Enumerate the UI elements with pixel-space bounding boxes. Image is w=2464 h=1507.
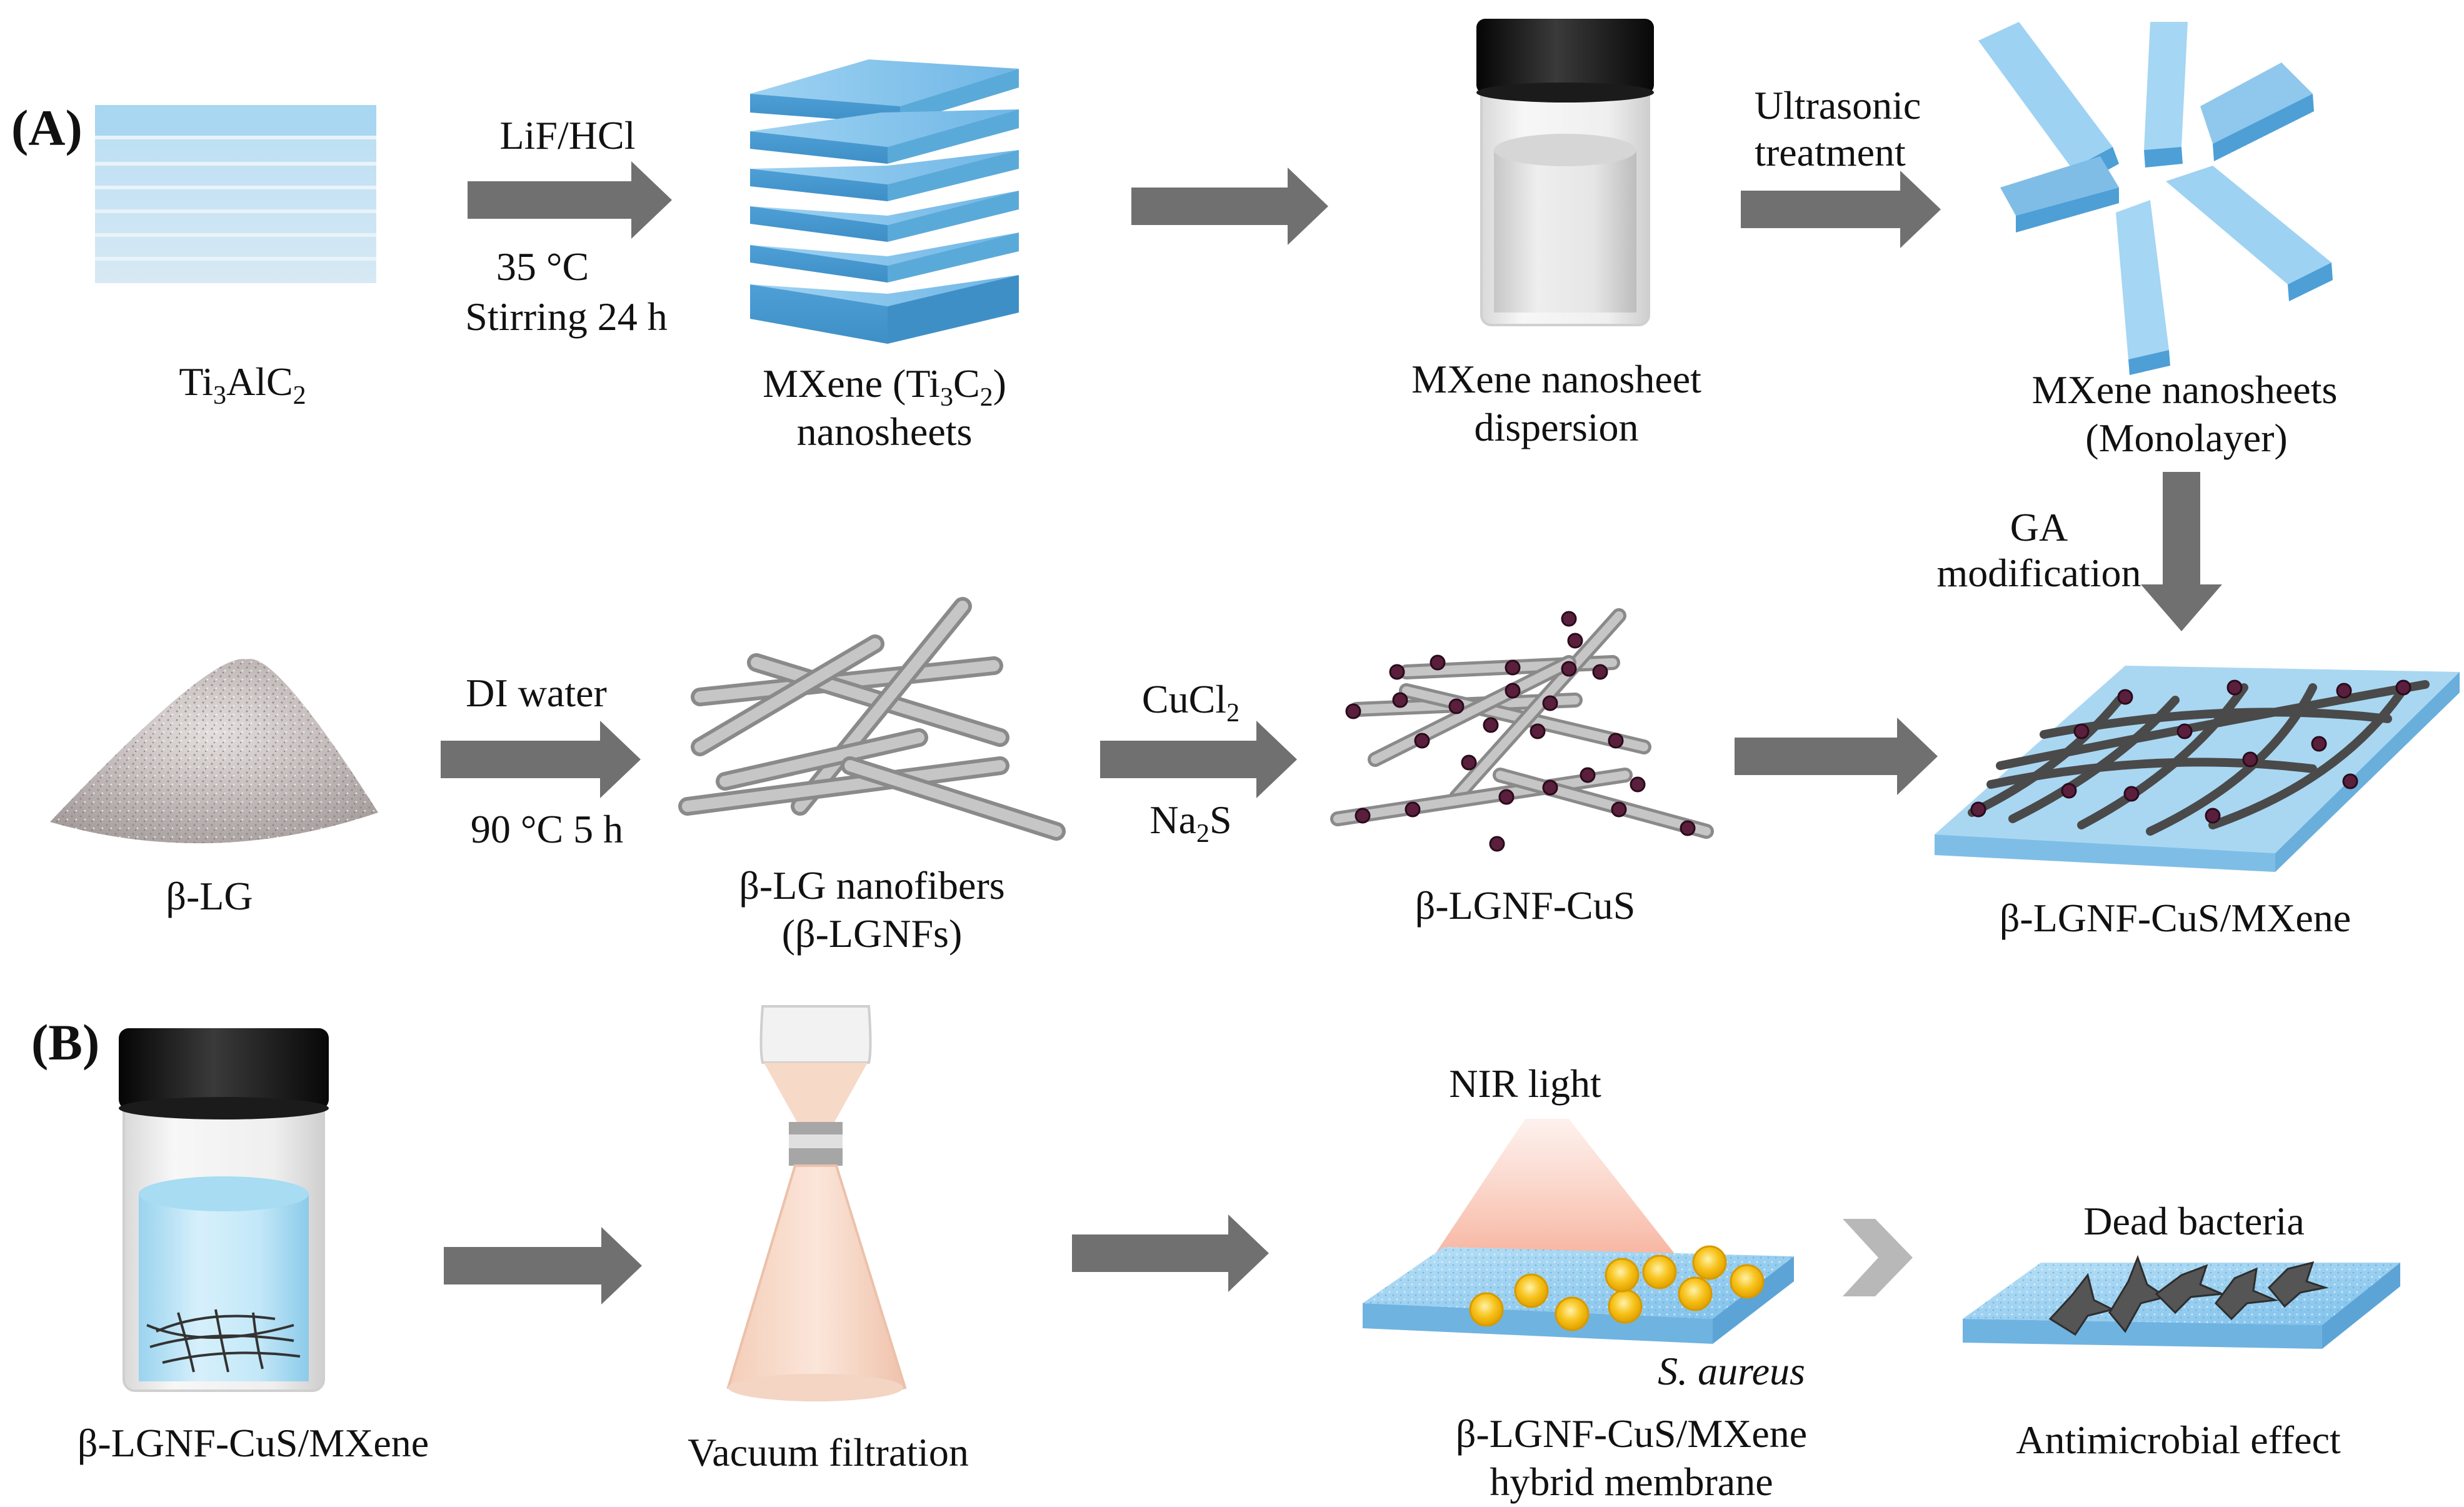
nir-label: NIR light: [1449, 1061, 1601, 1106]
chevron-to-effect: [1843, 1219, 1913, 1296]
arrow-di-water-top-label: DI water: [466, 671, 607, 715]
nir-light-beam: [1419, 1119, 1694, 1278]
dispersion-label-1: MXene nanosheet: [1411, 357, 1701, 401]
cucl2-label: CuCl2: [1142, 677, 1240, 728]
arrow-etching: [468, 161, 672, 239]
ti3alc2-block: [95, 105, 376, 283]
arrow-dispersion: [1131, 168, 1328, 245]
composite-label: β-LGNF-CuS/MXene: [2000, 896, 2351, 940]
composite-bottle-sediment: [146, 1309, 301, 1373]
cus-label: β-LGNF-CuS: [1415, 883, 1636, 928]
arrow-di-water: [441, 721, 641, 798]
membrane-label-1: β-LGNF-CuS/MXene: [1456, 1411, 1807, 1456]
blg-nanofibers: [678, 597, 1066, 841]
mxene-label-1: MXene (Ti3C2): [763, 361, 1006, 412]
cus-nanoparticles: [1345, 611, 1696, 852]
filtration-label: Vacuum filtration: [688, 1430, 969, 1474]
live-bacteria: [1469, 1245, 1765, 1331]
arrow-to-filtration: [444, 1227, 642, 1304]
bottle-label: β-LGNF-CuS/MXene: [78, 1421, 429, 1465]
mxene-monolayer-sheets: [1978, 22, 2333, 375]
mxene-multilayer-sheets: [750, 59, 1019, 344]
arrow-ga-modification: [2141, 472, 2222, 631]
dead-bacteria: [2048, 1254, 2329, 1336]
arrow-to-membrane: [1072, 1214, 1269, 1292]
arrow-di-water-bottom-label: 90 °C 5 h: [471, 807, 623, 851]
ga-label-1: GA: [2010, 505, 2068, 549]
monolayer-label-1: MXene nanosheets: [2032, 368, 2338, 412]
dispersion-label-2: dispersion: [1474, 405, 1638, 449]
arrow-cus-synthesis: [1100, 721, 1297, 798]
panel-label-b: (B): [31, 1014, 99, 1071]
antimicrobial-effect-label: Antimicrobial effect: [2016, 1418, 2341, 1462]
panel-label-a: (A): [11, 99, 83, 156]
composite-bottle: [119, 1028, 329, 1392]
arrow-ultrasonic-top-label-2: treatment: [1755, 130, 1906, 174]
mxene-dispersion-bottle: [1476, 19, 1654, 326]
nanofibers-label-1: β-LG nanofibers: [739, 863, 1004, 908]
mxene-label-2: nanosheets: [797, 409, 973, 454]
arrow-ultrasonic-top-label-1: Ultrasonic: [1755, 83, 1921, 128]
arrow-etching-bottom-label-2: Stirring 24 h: [465, 294, 668, 339]
membrane-label-2: hybrid membrane: [1490, 1459, 1773, 1504]
nanofibers-label-2: (β-LGNFs): [782, 911, 963, 956]
na2s-label: Na2S: [1149, 798, 1231, 848]
dead-bacteria-label: Dead bacteria: [2083, 1199, 2305, 1243]
arrow-to-composite: [1735, 718, 1938, 795]
blgnf-cus-fibers: [1330, 608, 1714, 839]
monolayer-label-2: (Monolayer): [2085, 416, 2287, 460]
ga-label-2: modification: [1936, 551, 2141, 595]
saureus-label: S. aureus: [1658, 1349, 1805, 1393]
composite-particles: [1970, 679, 2411, 824]
ti3alc2-label: Ti3AlC2: [179, 359, 306, 410]
filtration-flask: [726, 1005, 907, 1401]
arrow-etching-bottom-label-1: 35 °C: [496, 244, 589, 289]
blg-label: β-LG: [166, 874, 253, 918]
arrow-etching-top-label: LiF/HCl: [500, 113, 636, 158]
arrow-ultrasonic: [1741, 171, 1941, 248]
blg-powder-cone: [50, 659, 378, 844]
